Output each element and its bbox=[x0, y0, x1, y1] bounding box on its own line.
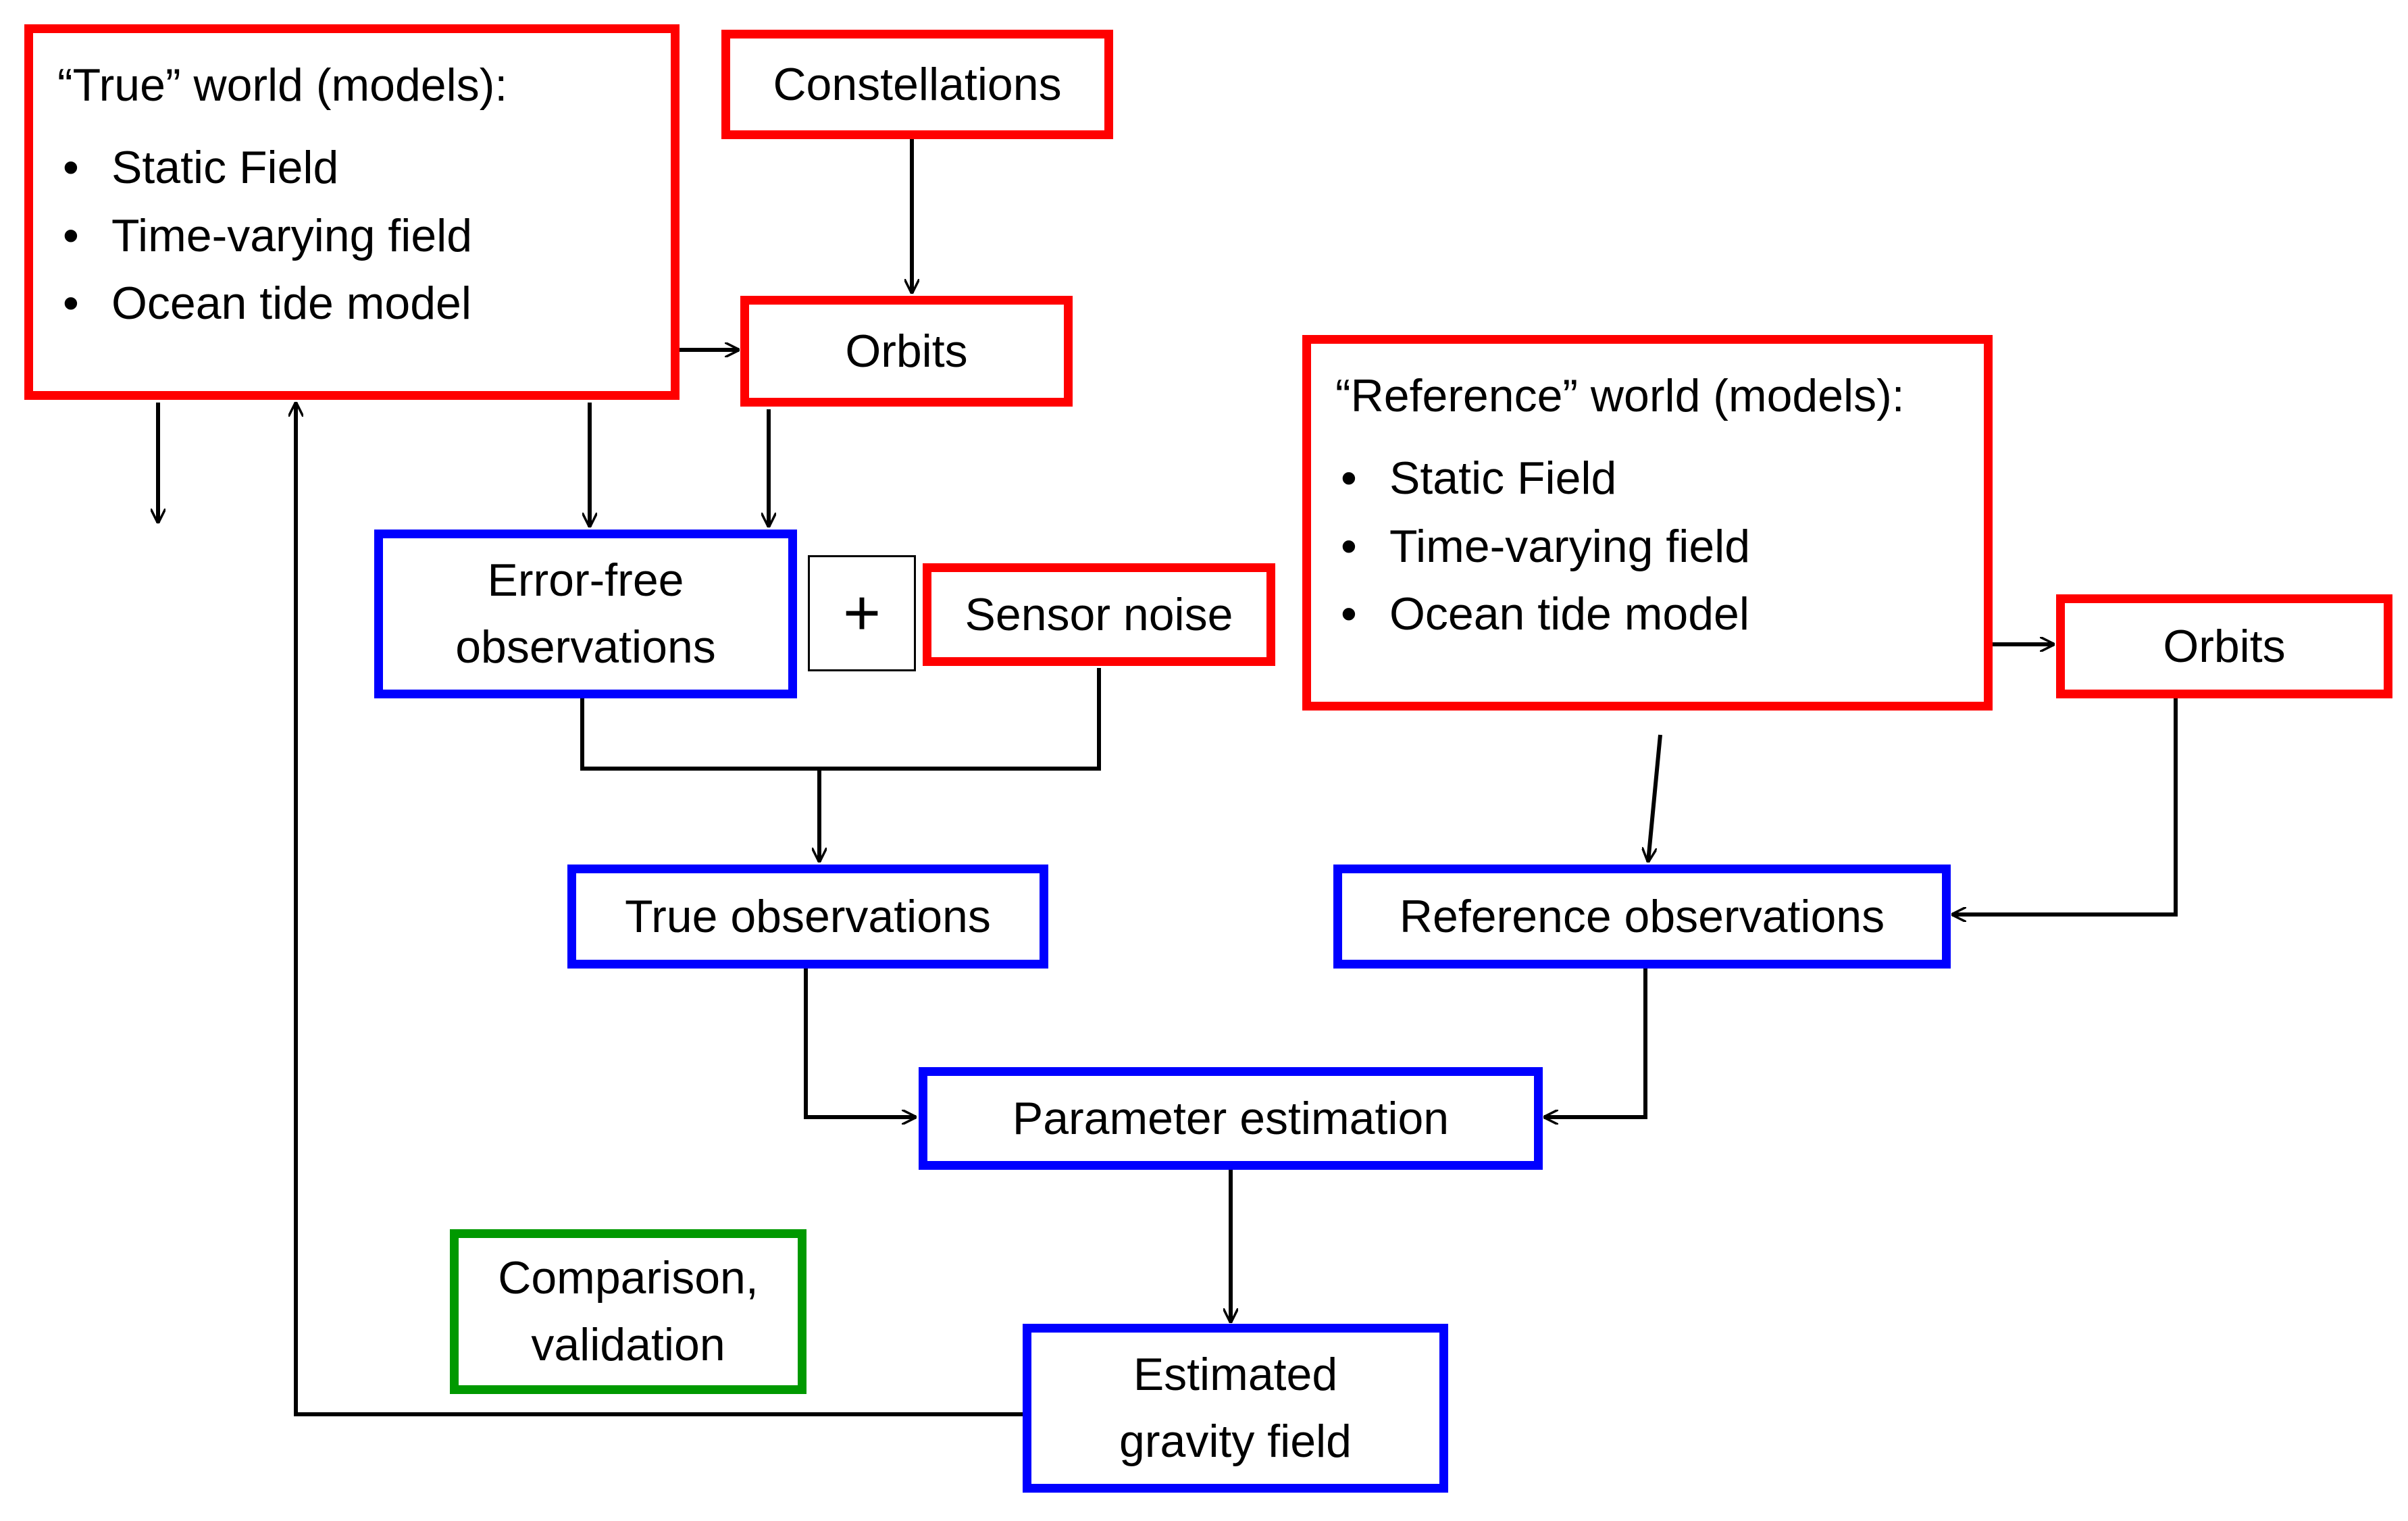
error-free-line-1: Error-free bbox=[487, 555, 684, 607]
error-free-observations-box: Error-free observations bbox=[374, 530, 797, 698]
estimated-gravity-field-box: Estimated gravity field bbox=[1023, 1324, 1448, 1493]
true-world-item-static-field: Static Field bbox=[57, 134, 646, 202]
reference-world-item-ocean-tide-model: Ocean tide model bbox=[1335, 580, 1959, 648]
estimated-line-1: Estimated bbox=[1133, 1349, 1338, 1401]
constellations-box: Constellations bbox=[721, 30, 1113, 139]
arrow-orbits-to-reference-observations bbox=[1952, 696, 2178, 914]
arrow-reference-observations-to-estimation bbox=[1544, 966, 1647, 1117]
arrow-reference-world-to-reference-observations bbox=[1648, 734, 1662, 862]
reference-world-title: “Reference” world (models): bbox=[1335, 370, 1905, 421]
comparison-line-2: validation bbox=[531, 1319, 725, 1370]
arrow-estimated-field-to-true-world bbox=[296, 403, 1023, 1416]
reference-observations-box: Reference observations bbox=[1333, 865, 1951, 969]
estimated-line-2: gravity field bbox=[1119, 1416, 1352, 1467]
error-free-line-2: observations bbox=[455, 621, 716, 673]
parameter-estimation-box: Parameter estimation bbox=[919, 1067, 1543, 1170]
sensor-noise-box: Sensor noise bbox=[923, 563, 1275, 666]
true-observations-box: True observations bbox=[567, 865, 1048, 969]
comparison-validation-box: Comparison, validation bbox=[450, 1229, 806, 1394]
connector-error-free-sensor-noise bbox=[580, 668, 1101, 771]
orbits-true-box: Orbits bbox=[740, 296, 1073, 407]
plus-sign-box: + bbox=[808, 555, 916, 671]
comparison-line-1: Comparison, bbox=[498, 1252, 759, 1304]
true-world-box: “True” world (models): Static Field Time… bbox=[24, 24, 680, 400]
true-world-item-ocean-tide-model: Ocean tide model bbox=[57, 269, 646, 338]
true-world-title: “True” world (models): bbox=[57, 59, 508, 111]
reference-world-model-list: Static Field Time-varying field Ocean ti… bbox=[1335, 444, 1959, 648]
true-world-item-time-varying-field: Time-varying field bbox=[57, 202, 646, 270]
arrow-true-observations-to-estimation bbox=[804, 966, 916, 1117]
orbits-reference-box: Orbits bbox=[2056, 594, 2392, 698]
reference-world-box: “Reference” world (models): Static Field… bbox=[1302, 335, 1993, 711]
reference-world-item-time-varying-field: Time-varying field bbox=[1335, 513, 1959, 581]
reference-world-item-static-field: Static Field bbox=[1335, 444, 1959, 513]
true-world-model-list: Static Field Time-varying field Ocean ti… bbox=[57, 134, 646, 338]
